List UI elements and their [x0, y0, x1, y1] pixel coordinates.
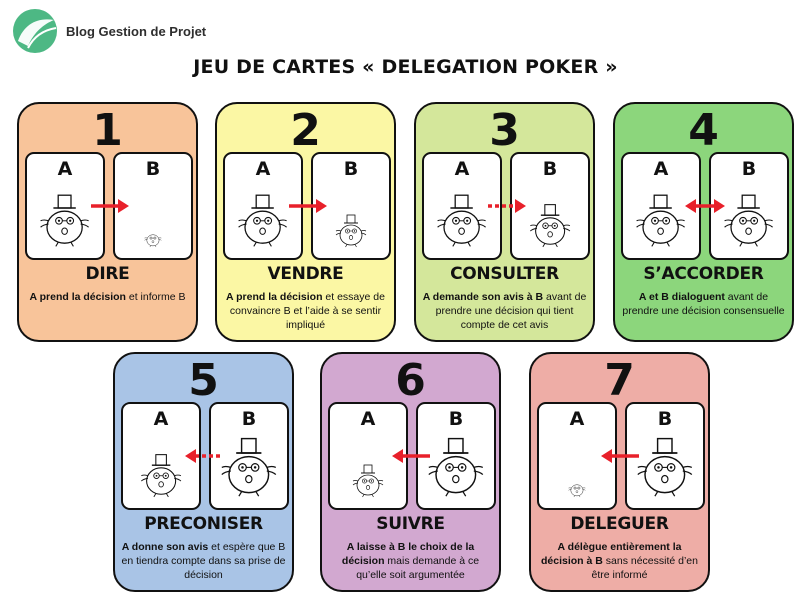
top-hat-character-icon — [238, 194, 288, 247]
top-hat-character-icon — [529, 203, 571, 247]
top-hat-character-icon — [428, 437, 484, 497]
mini-card-a: A — [328, 402, 408, 510]
card-title: SUIVRE — [376, 514, 445, 534]
right-arrow-icon — [91, 199, 129, 213]
card-description-rest: avant de prendre une décision consensuel… — [622, 291, 785, 317]
mini-card-a-label: A — [653, 158, 669, 180]
mini-card-a: A — [422, 152, 502, 260]
card-number: 2 — [290, 105, 321, 156]
mini-card-b: B — [311, 152, 391, 260]
card-description: A et B dialoguent avant de prendre une d… — [621, 290, 786, 318]
card-description-rest: sans nécessité d’en être informé — [591, 555, 698, 581]
mini-card-b-label: B — [241, 408, 257, 430]
delegation-card-1[interactable]: 1 A B DIRE A prend la décision et inform… — [17, 102, 198, 342]
top-hat-character-icon — [637, 437, 693, 497]
top-hat-character-icon — [636, 194, 686, 247]
mini-card-a-label: A — [57, 158, 73, 180]
character-icon — [568, 484, 586, 498]
mini-card-a-label: A — [454, 158, 470, 180]
card-description-bold: A délègue entièrement la décision à B — [540, 541, 682, 567]
card-description-bold: A donne son avis — [121, 541, 209, 553]
card-number: 4 — [688, 105, 719, 156]
card-number: 3 — [489, 105, 520, 156]
top-hat-character-icon — [335, 214, 367, 248]
mini-card-b-label: B — [145, 158, 161, 180]
card-description: A délègue entièrement la décision à B sa… — [537, 540, 702, 582]
brand-logo[interactable]: Blog Gestion de Projet — [12, 8, 206, 54]
mini-card-b-label: B — [542, 158, 558, 180]
mini-card-b-label: B — [657, 408, 673, 430]
mini-card-a: A — [621, 152, 701, 260]
card-title: VENDRE — [267, 264, 344, 284]
mini-card-b: B — [209, 402, 289, 510]
top-hat-character-icon — [724, 194, 774, 247]
leaf-logo-icon — [13, 9, 57, 53]
card-description-rest: et essaye de convaincre B et l’aide à se… — [229, 291, 385, 331]
delegation-card-5[interactable]: 5 A B PRECONISER A donne son avis et esp… — [113, 352, 294, 592]
card-description: A prend la décision et essaye de convain… — [223, 290, 388, 332]
delegation-card-6[interactable]: 6 A B SUIVRE A laisse à B le choix de la… — [320, 352, 501, 592]
card-title: CONSULTER — [450, 264, 559, 284]
character-icon — [144, 234, 162, 248]
mini-card-b-label: B — [343, 158, 359, 180]
card-description: A laisse à B le choix de la décision mai… — [328, 540, 493, 582]
top-hat-character-icon — [437, 194, 487, 247]
mini-card-a-label: A — [153, 408, 169, 430]
card-number: 1 — [92, 105, 123, 156]
card-title: PRECONISER — [144, 514, 263, 534]
card-description-bold: A demande son avis à B — [422, 291, 544, 303]
card-description: A donne son avis et espère que B en tien… — [121, 540, 286, 582]
mini-card-a-label: A — [360, 408, 376, 430]
delegation-card-3[interactable]: 3 A B CONSULTER A demande son avis à B a… — [414, 102, 595, 342]
delegation-card-2[interactable]: 2 A B VENDRE A prend la décision et essa… — [215, 102, 396, 342]
left-arrow-icon — [392, 449, 430, 463]
card-description-rest: et espère que B en tiendra compte dans s… — [121, 541, 286, 581]
top-hat-character-icon — [140, 453, 182, 497]
delegation-card-7[interactable]: 7 A B DELEGUER A délègue entièrement la … — [529, 352, 710, 592]
top-hat-character-icon — [352, 464, 384, 498]
page-title: JEU DE CARTES « DELEGATION POKER » — [193, 56, 618, 78]
left-arrow-icon — [185, 449, 223, 463]
right-arrow-icon — [488, 199, 526, 213]
card-description-rest: mais demande à ce qu’elle soit argumenté… — [356, 555, 480, 581]
card-description-rest: et informe B — [125, 291, 186, 303]
mini-card-a-label: A — [255, 158, 271, 180]
card-description-bold: A prend la décision — [226, 291, 323, 303]
mini-card-b: B — [510, 152, 590, 260]
card-title: S’ACCORDER — [643, 264, 764, 284]
brand-name: Blog Gestion de Projet — [66, 23, 207, 39]
card-description: A demande son avis à B avant de prendre … — [422, 290, 587, 332]
card-description: A prend la décision et informe B — [25, 290, 190, 304]
card-description-bold: A prend la décision — [29, 291, 126, 303]
mini-card-a-label: A — [569, 408, 585, 430]
card-number: 7 — [604, 355, 635, 406]
mini-card-b-label: B — [741, 158, 757, 180]
card-description-bold: A et B dialoguent — [638, 291, 725, 303]
card-number: 6 — [395, 355, 426, 406]
left-arrow-icon — [601, 449, 639, 463]
delegation-card-4[interactable]: 4 A B S’ACCORDER A et B dialoguent avant… — [613, 102, 794, 342]
card-title: DIRE — [85, 264, 130, 284]
card-number: 5 — [188, 355, 219, 406]
card-description-rest: avant de prendre une décision qui tient … — [435, 291, 587, 331]
double-arrow-icon — [685, 199, 725, 213]
top-hat-character-icon — [221, 437, 277, 497]
mini-card-b-label: B — [448, 408, 464, 430]
top-hat-character-icon — [40, 194, 90, 247]
right-arrow-icon — [289, 199, 327, 213]
card-description-bold: A laisse à B le choix de la décision — [341, 541, 475, 567]
card-title: DELEGUER — [570, 514, 669, 534]
